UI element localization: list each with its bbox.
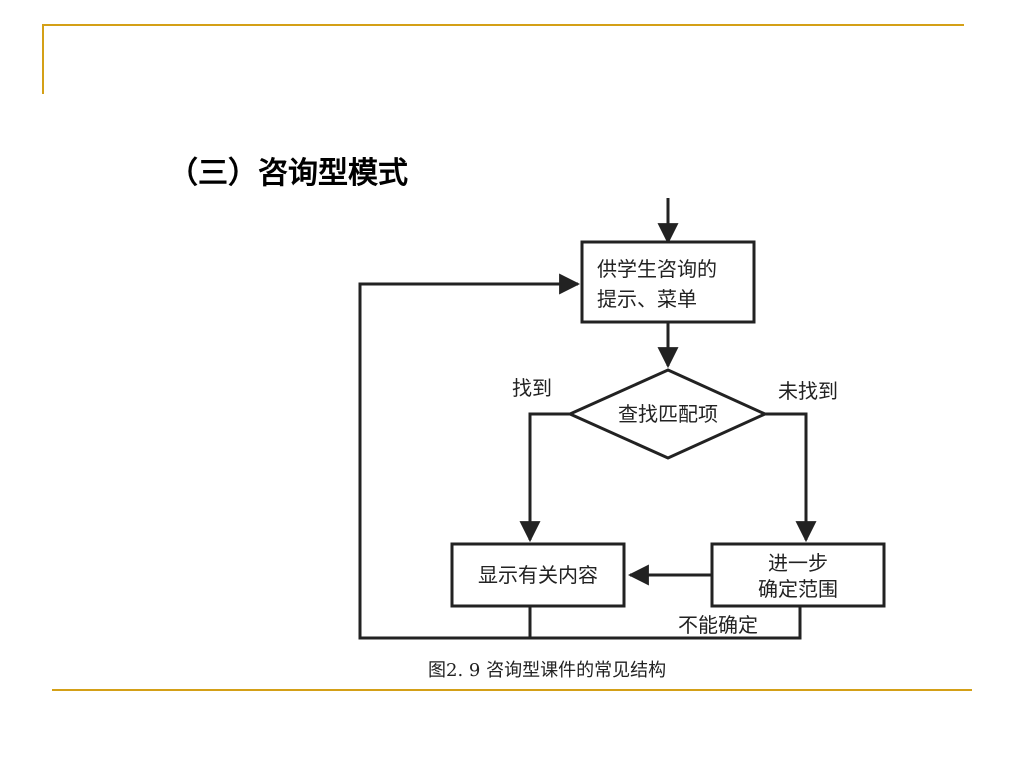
not-found-branch-arrow	[765, 412, 817, 543]
left-accent-line	[42, 24, 44, 94]
decision-node-label: 查找匹配项	[618, 402, 718, 426]
narrow-scope-line2: 确定范围	[758, 577, 838, 601]
narrow-scope-node	[710, 542, 886, 608]
loop-back-arrow	[358, 273, 581, 640]
menu-node-line2: 提示、菜单	[597, 287, 697, 311]
menu-node-line1: 供学生咨询的	[597, 257, 717, 281]
page-title: （三）咨询型模式	[168, 156, 408, 191]
bottom-accent-line	[52, 689, 972, 691]
narrow-scope-line1: 进一步	[768, 551, 828, 575]
undetermined-label: 不能确定	[678, 613, 758, 637]
found-label: 找到	[512, 376, 552, 400]
figure-caption: 图2. 9 咨询型课件的常见结构	[428, 660, 666, 681]
top-accent-line	[42, 24, 964, 26]
show-content-node	[450, 542, 626, 608]
decision-node	[566, 368, 769, 460]
menu-node	[580, 240, 756, 324]
show-content-label: 显示有关内容	[478, 563, 598, 587]
undetermined-line	[530, 606, 802, 640]
not-found-label: 未找到	[778, 379, 838, 403]
found-branch-arrow	[519, 412, 570, 543]
